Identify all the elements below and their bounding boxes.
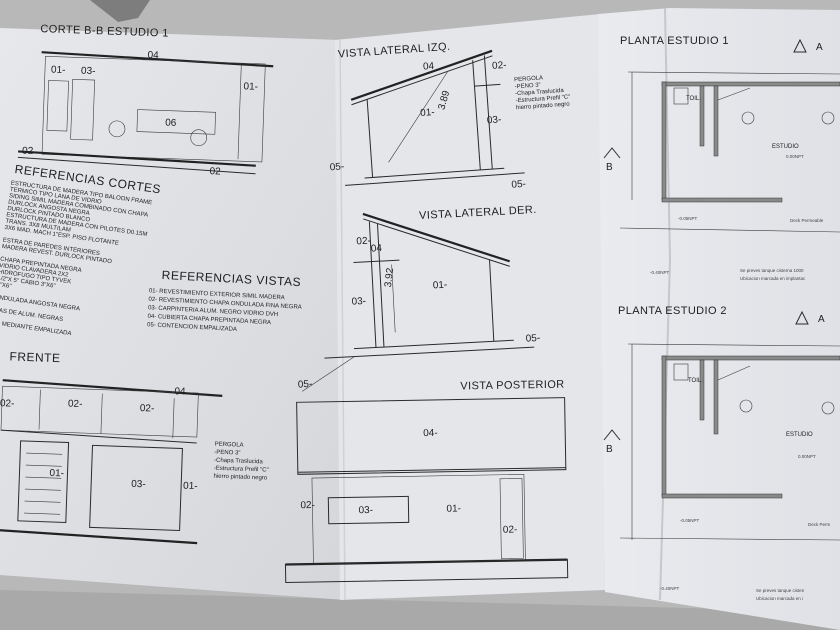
npt3-label: -0.40NPT (660, 586, 680, 591)
tag-03: 03- (351, 296, 366, 308)
svg-text:-PENO 3": -PENO 3" (514, 83, 540, 91)
tag-02a: 02 (22, 146, 34, 157)
table-edge (0, 590, 840, 630)
deck-label: Deck Perm (808, 522, 831, 527)
sheet-left (0, 28, 345, 600)
svg-text:-PENO 3": -PENO 3" (214, 450, 240, 457)
tag-02: 02- (356, 236, 371, 248)
toil-label: TOIL. (686, 96, 701, 102)
tag-04: 04 (174, 386, 186, 397)
tag-01: 01- (420, 107, 435, 119)
tag-04: 04 (423, 61, 435, 73)
frente-title: FRENTE (9, 349, 60, 365)
planta-estudio-2: PLANTA ESTUDIO 2 A TOIL. ESTUDIO 0.00NPT… (603, 305, 840, 601)
svg-text:PERGOLA: PERGOLA (214, 442, 243, 449)
toil-label: TOIL. (688, 378, 703, 384)
pergola-note: PERGOLA -PENO 3" -Chapa Traslucida -Estr… (514, 75, 571, 112)
tag-04: 04 (371, 243, 383, 255)
corte-bb-title: CORTE B-B ESTUDIO 1 (40, 23, 169, 39)
tag-05a: 05- (329, 161, 344, 173)
tag-05b: 05- (525, 333, 540, 345)
tag-05b: 05- (511, 179, 526, 191)
louver (24, 452, 63, 515)
room-label: ESTUDIO (786, 432, 813, 438)
tag-02b: 02 (209, 166, 221, 177)
frente-elevation: FRENTE 04 02- 02- 02- 01- 03- 01- PERGOL… (0, 349, 269, 545)
cistern-note: Se preves tanque cisten Ubicacion marcad… (756, 588, 805, 601)
tag-02b: 02- (68, 399, 83, 410)
npt2-label: -0.05NPT (678, 216, 698, 221)
dim-height: 3.92 (383, 267, 396, 288)
planta2-title: PLANTA ESTUDIO 2 (618, 305, 727, 317)
pergola-note: PERGOLA -PENO 3" -Chapa Traslucida -Estr… (213, 442, 269, 482)
ref-line: 05- CONTENCION EMPALIZADA (147, 322, 237, 333)
corte-bb-section: CORTE B-B ESTUDIO 1 01- 03- 04 01- 06 02… (17, 23, 274, 178)
svg-text:-Chapa Traslucida: -Chapa Traslucida (214, 458, 264, 466)
tag-01: 01- (433, 280, 448, 292)
svg-text:Se preves tanque cisterna 1000: Se preves tanque cisterna 1000 (740, 268, 804, 273)
tag-04: 04- (423, 428, 438, 439)
npt-label: 0.00NPT (786, 154, 804, 159)
svg-text:hierro pintado negro: hierro pintado negro (516, 102, 571, 112)
planta-estudio-1: PLANTA ESTUDIO 1 A TOIL. ESTUDIO 0.00NPT… (603, 35, 840, 281)
vista-posterior: VISTA POSTERIOR 04- 02- 03- 01- 02- (284, 379, 569, 584)
tag-03: 03- (131, 479, 146, 490)
tag-02c: 02- (140, 403, 155, 414)
tag-04: 04 (147, 50, 159, 61)
tag-06: 06 (165, 118, 177, 129)
tag-02a: 02- (300, 500, 315, 511)
deck-label: Deck Permeable (790, 218, 824, 223)
fold-line-2 (339, 39, 346, 601)
svg-text:-Estructura Prefil "C": -Estructura Prefil "C" (214, 466, 269, 474)
npt-label: 0.00NPT (798, 454, 816, 459)
cistern-note: Se preves tanque cisterna 1000 Ubicacion… (740, 268, 806, 281)
svg-text:hierro pintado negro: hierro pintado negro (213, 474, 268, 482)
cut-a-label: A (816, 42, 823, 53)
ref-line: 3"X6" (0, 282, 12, 290)
cut-b-label: B (606, 444, 613, 455)
planta1-title: PLANTA ESTUDIO 1 (620, 35, 729, 47)
shadow-object (90, 0, 150, 22)
tag-03: 03- (81, 66, 96, 77)
tag-01b: 01- (243, 81, 258, 92)
tag-03: 03- (358, 505, 373, 516)
posterior-title: VISTA POSTERIOR (460, 379, 564, 393)
cut-b-label: B (606, 162, 613, 173)
tag-01: 01- (446, 503, 461, 514)
svg-text:PERGOLA: PERGOLA (514, 75, 543, 83)
tag-01b: 01- (183, 481, 198, 492)
npt3-label: -0.40NPT (650, 270, 670, 275)
room-label: ESTUDIO (772, 144, 799, 150)
svg-text:Se preves tanque cisten: Se preves tanque cisten (756, 588, 805, 593)
sheet-middle (335, 14, 605, 600)
tag-03: 03- (487, 114, 502, 126)
tag-01: 01- (51, 65, 66, 76)
cut-a-label: A (818, 314, 825, 325)
tag-02: 02- (492, 60, 507, 72)
dim-height: 3.89 (436, 89, 452, 111)
tag-02b: 02- (503, 524, 518, 535)
tag-05a: 05- (298, 379, 313, 391)
svg-text:-Chapa Traslucida: -Chapa Traslucida (515, 88, 565, 97)
svg-text:Ubicacion marcada en i: Ubicacion marcada en i (756, 596, 803, 601)
sheet-right (598, 8, 840, 630)
svg-text:-Estructura Prefil "C": -Estructura Prefil "C" (515, 94, 570, 104)
ref-vistas-lines: 01- REVESTIMIENTO EXTERIOR SIMIL MADERA0… (147, 288, 302, 333)
tag-01a: 01- (49, 468, 64, 479)
tag-02a: 02- (0, 398, 15, 409)
npt2-label: -0.05NPT (680, 518, 700, 523)
svg-text:Ubicacion marcada en implantac: Ubicacion marcada en implantac (740, 276, 806, 281)
